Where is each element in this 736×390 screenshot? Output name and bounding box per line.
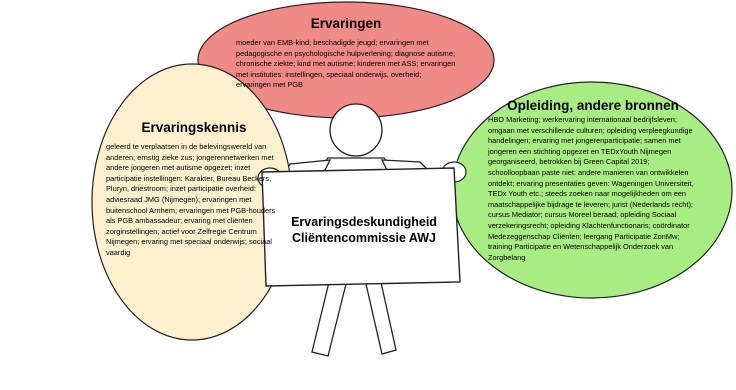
ervaringen-title: Ervaringen [310, 16, 382, 31]
ervaringskennis-body: geleerd te verplaatsen in de belevingswe… [106, 142, 276, 257]
opleiding-body: HBO Marketing; werkervaring internationa… [488, 115, 694, 262]
ervaringskennis-bubble: Ervaringskennis geleerd te verplaatsen i… [106, 120, 282, 259]
figure-right-leg [365, 277, 397, 355]
sign-label: Ervaringsdeskundigheid Cliëntencommissie… [264, 214, 464, 246]
opleiding-title: Opleiding, andere bronnen [507, 98, 679, 113]
sign-label-line2: Cliëntencommissie AWJ [291, 231, 437, 245]
sign-label-line1: Ervaringsdeskundigheid [291, 215, 437, 229]
figure-left-leg [311, 277, 347, 357]
opleiding-bubble: Opleiding, andere bronnen HBO Marketing;… [488, 98, 698, 263]
figure-head [329, 103, 383, 157]
sign-board [261, 167, 461, 287]
ervaringen-bubble: Ervaringen moeder van EMB-kind; beschadi… [236, 16, 456, 91]
ervaringskennis-title: Ervaringskennis [141, 120, 247, 135]
ervaringen-body: moeder van EMB-kind; beschadigde jeugd; … [236, 38, 456, 90]
